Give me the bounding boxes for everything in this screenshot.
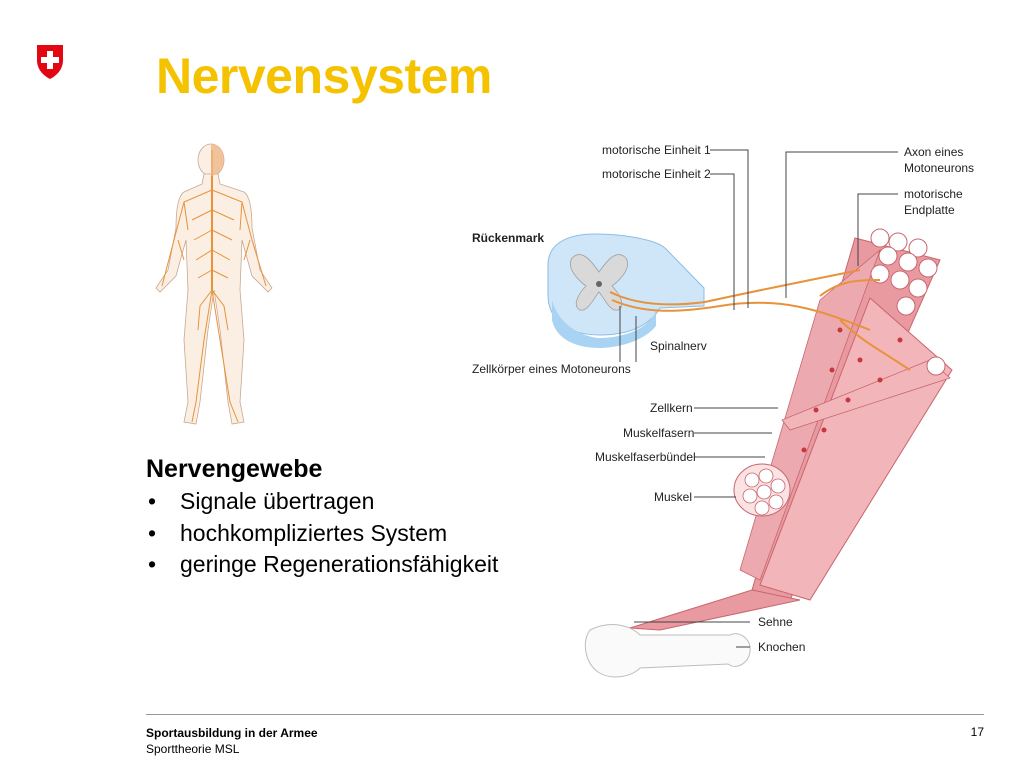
- page-number: 17: [970, 725, 984, 739]
- spinal-cord-illustration: [547, 233, 705, 348]
- muscle-illustration: [629, 228, 953, 631]
- nervous-system-body-illustration: [155, 143, 273, 425]
- label-leader-lines: [619, 149, 898, 648]
- label-motor-unit-1: motorische Einheit 1: [602, 143, 711, 157]
- label-nucleus: Zellkern: [650, 401, 693, 415]
- label-axon-line-2: Motoneurons: [904, 161, 974, 175]
- footer-divider: [146, 714, 984, 715]
- nervengewebe-section: Nervengewebe Signale übertragen hochkomp…: [146, 452, 498, 581]
- bullet-item: Signale übertragen: [146, 486, 498, 518]
- page-title: Nervensystem: [156, 48, 492, 104]
- label-fiber-bundle: Muskelfaserbündel: [595, 450, 696, 464]
- label-endplate-line-1: motorische: [904, 187, 963, 201]
- motor-unit-muscle-diagram: motorische Einheit 1 motorische Einheit …: [472, 143, 974, 678]
- nerve-fibers: [609, 269, 911, 371]
- bullet-item: geringe Regenerationsfähigkeit: [146, 549, 498, 581]
- label-motor-unit-2: motorische Einheit 2: [602, 167, 711, 181]
- label-spinal-cord: Rückenmark: [472, 231, 544, 245]
- section-heading: Nervengewebe: [146, 455, 323, 483]
- label-cell-body: Zellkörper eines Motoneurons: [472, 362, 631, 376]
- tendon-bone-illustration: [584, 624, 751, 678]
- bullet-list: Signale übertragen hochkompliziertes Sys…: [146, 486, 498, 581]
- swiss-cross-logo: [37, 45, 63, 79]
- label-bone: Knochen: [758, 640, 805, 654]
- label-tendon: Sehne: [758, 615, 793, 629]
- footer-info: Sportausbildung in der Armee Sporttheori…: [146, 725, 318, 757]
- label-muscle: Muskel: [654, 490, 692, 504]
- bullet-item: hochkompliziertes System: [146, 518, 498, 550]
- label-endplate-line-2: Endplatte: [904, 203, 955, 217]
- footer-org: Sportausbildung in der Armee: [146, 726, 318, 740]
- label-muscle-fibers: Muskelfasern: [623, 426, 694, 440]
- label-axon-line-1: Axon eines: [904, 145, 963, 159]
- footer-subtitle: Sporttheorie MSL: [146, 742, 240, 756]
- label-spinal-nerve: Spinalnerv: [650, 339, 707, 353]
